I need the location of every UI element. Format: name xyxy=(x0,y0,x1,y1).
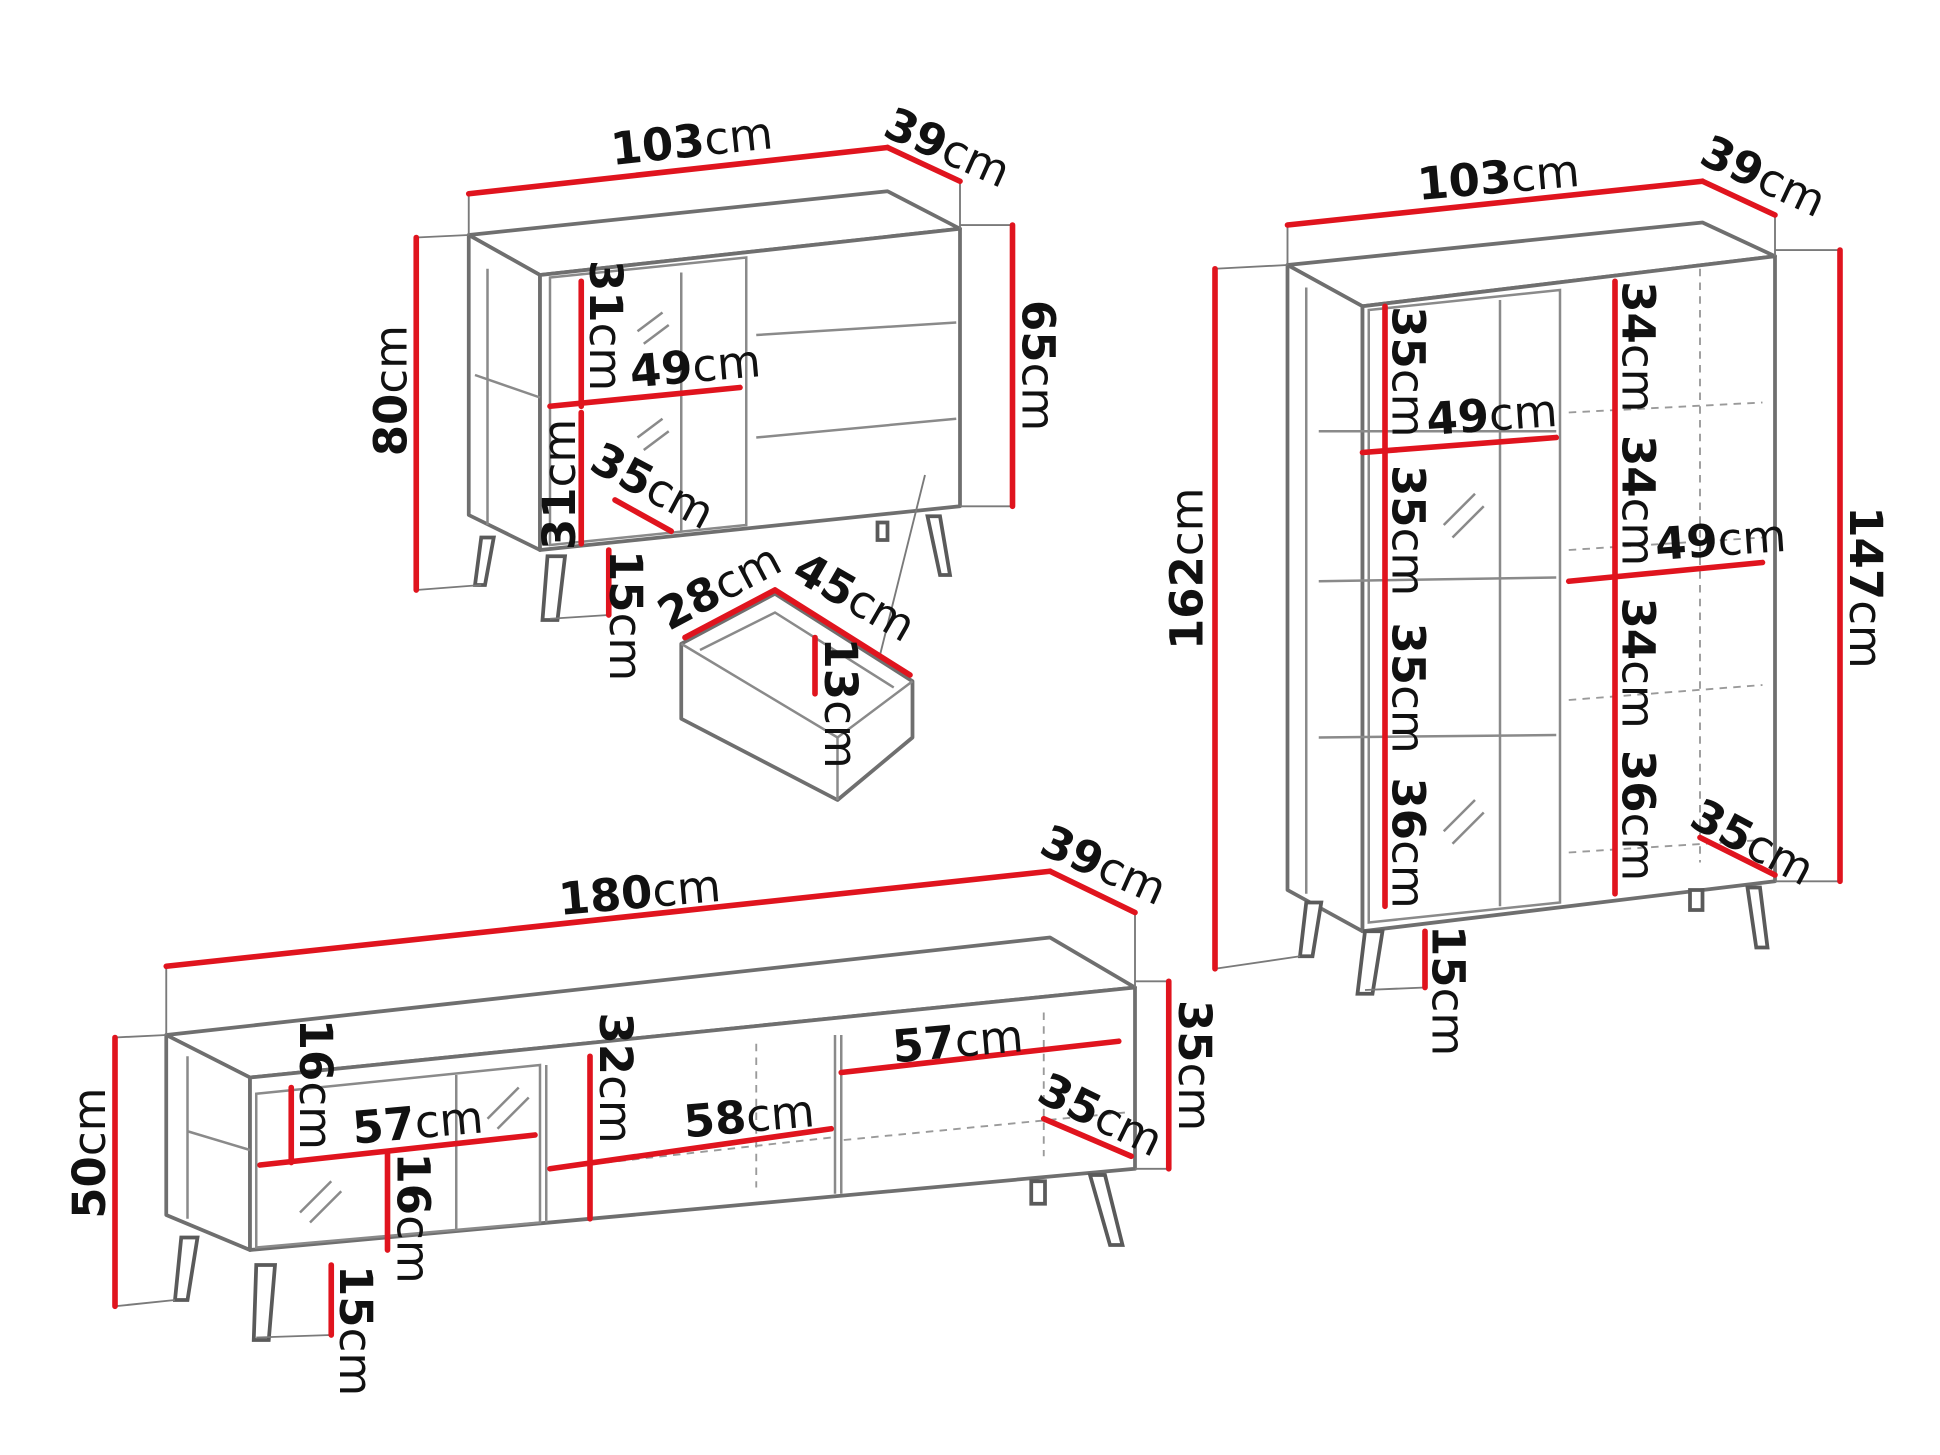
tv-stand-body-height-label: 35cm xyxy=(1168,1000,1221,1131)
tv-stand-drawing: 180cm 39cm 50cm 35cm 16cm 57cm 16cm 32cm… xyxy=(63,814,1221,1396)
drawer-depth-dimension xyxy=(772,587,913,678)
vitrine-leg xyxy=(1355,929,1385,996)
drawer-line xyxy=(756,417,957,439)
vitrine-leg xyxy=(1297,900,1324,959)
sideboard-shelf-width-label: 49cm xyxy=(628,334,763,398)
vitrine-right-shelf-label: 36cm xyxy=(1612,750,1665,881)
sideboard-height-label: 80cm xyxy=(364,325,417,456)
vitrine-leg xyxy=(1745,885,1770,950)
vitrine-right-shelf-label: 34cm xyxy=(1612,281,1665,412)
vitrine-right-shelf-label: 34cm xyxy=(1612,598,1665,729)
tv-stand-leg xyxy=(1087,1173,1125,1247)
tv-stand-glass-width-label: 57cm xyxy=(350,1090,485,1154)
vitrine-height-label: 162cm xyxy=(1161,487,1214,650)
tv-stand-depth-dimension xyxy=(1047,868,1138,916)
tv-stand-leg-height-label: 15cm xyxy=(329,1265,382,1396)
sideboard-leg xyxy=(540,554,568,622)
sideboard-leg xyxy=(875,520,890,542)
tv-stand-glass-door xyxy=(255,1063,542,1249)
sideboard-width-label: 103cm xyxy=(608,106,775,176)
sideboard-leg xyxy=(472,535,497,587)
vitrine-body-height-label: 147cm xyxy=(1839,506,1892,669)
tv-stand-width-dimension xyxy=(163,868,1053,970)
drawer-drawing: 28cm 45cm 13cm xyxy=(649,533,925,802)
tv-stand-depth-label: 39cm xyxy=(1033,814,1174,916)
vitrine-leg-height-label: 15cm xyxy=(1422,925,1475,1056)
drawer-box xyxy=(679,591,915,802)
tv-stand-glass-lower-label: 16cm xyxy=(386,1153,439,1284)
sideboard-glass-door xyxy=(548,256,748,547)
sideboard-depth-dimension xyxy=(884,144,963,185)
vitrine-left-shelf-label: 35cm xyxy=(1382,465,1435,596)
sideboard-shelf-lower-label: 31cm xyxy=(533,419,586,550)
drawer-height-label: 13cm xyxy=(814,638,867,769)
vitrine-depth-dimension xyxy=(1699,178,1778,218)
sideboard-depth-label: 39cm xyxy=(877,97,1018,199)
vitrine-width-label: 103cm xyxy=(1415,144,1582,211)
vitrine-left-width-label: 49cm xyxy=(1425,384,1560,446)
tv-stand-right-width-label: 57cm xyxy=(890,1009,1025,1073)
sideboard-body-height-label: 65cm xyxy=(1011,300,1064,431)
vitrine-side xyxy=(1285,263,1365,934)
vitrine-width-dimension xyxy=(1284,178,1706,228)
vitrine-left-shelf-label: 35cm xyxy=(1382,623,1435,754)
tv-stand-width-label: 180cm xyxy=(556,859,723,926)
tv-stand-leg xyxy=(251,1263,278,1342)
tv-stand-leg xyxy=(172,1235,200,1302)
sideboard-width-dimension xyxy=(465,144,891,197)
vitrine-leg xyxy=(1688,888,1705,912)
drawer-width-dimension xyxy=(682,587,778,641)
tv-stand-glass-upper-label: 16cm xyxy=(289,1019,342,1150)
tv-stand-height-label: 50cm xyxy=(63,1088,116,1219)
tv-stand-middle-width-label: 58cm xyxy=(681,1084,816,1148)
vitrine-glass-door xyxy=(1367,288,1562,924)
vitrine-left-shelf-label: 36cm xyxy=(1382,778,1435,909)
vitrine-right-width-label: 49cm xyxy=(1653,509,1788,571)
drawer-line xyxy=(756,321,957,337)
sideboard-shelf-upper-label: 31cm xyxy=(579,260,632,391)
tv-stand-leg xyxy=(1029,1179,1047,1206)
tv-stand-middle-height-label: 32cm xyxy=(589,1013,642,1144)
vitrine-left-shelf-label: 35cm xyxy=(1382,306,1435,437)
sideboard-leg-height-label: 15cm xyxy=(599,550,652,681)
vitrine-drawing: 103cm 39cm 162cm 147cm 35cm 35cm 35cm 36… xyxy=(1161,124,1893,1056)
sideboard-drawing: 103cm 39cm 80cm 65cm 31cm 49cm 31cm 35cm… xyxy=(364,97,1065,776)
vitrine-right-shelf-label: 34cm xyxy=(1612,435,1665,566)
sideboard-leg xyxy=(925,514,953,577)
